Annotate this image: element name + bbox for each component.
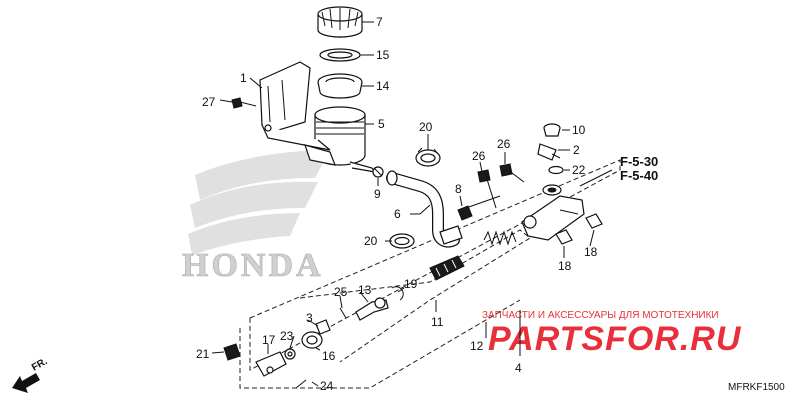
plate	[319, 48, 361, 62]
callout-1: 1	[240, 71, 247, 85]
diagram-code: MFRKF1500	[728, 382, 785, 393]
bolt-27	[231, 97, 257, 109]
master-cylinder-body	[521, 184, 585, 241]
reference-f-5-30[interactable]: F-5-30	[620, 154, 658, 169]
bleeder-cap	[543, 123, 561, 137]
callout-3: 3	[306, 311, 313, 325]
circlip-19	[391, 286, 404, 301]
bolt-21	[223, 343, 241, 361]
callout-25: 25	[334, 285, 348, 299]
callout-2: 2	[573, 143, 580, 157]
callout-20-lower: 20	[364, 234, 378, 248]
bolt-26-right	[499, 163, 525, 183]
callout-18-left: 18	[558, 259, 572, 273]
front-direction-arrow: FR.	[12, 356, 50, 393]
reservoir-cover	[259, 61, 331, 151]
callout-5: 5	[378, 117, 385, 131]
callout-labels: 7 15 14 5 1 27 9 20 20 6 8 26 26 10 2 22…	[196, 15, 598, 393]
reservoir-cap	[317, 6, 363, 38]
bolt-26-left	[477, 169, 497, 209]
callout-23: 23	[280, 329, 294, 343]
callout-6: 6	[394, 207, 401, 221]
callout-8: 8	[455, 182, 462, 196]
callout-9: 9	[374, 187, 381, 201]
callout-15: 15	[376, 48, 390, 62]
reference-f-5-40[interactable]: F-5-40	[620, 168, 658, 183]
pin-25	[339, 307, 347, 319]
boot-16	[301, 331, 323, 349]
callout-16: 16	[322, 349, 336, 363]
front-direction-label: FR.	[30, 356, 50, 374]
callout-24: 24	[320, 379, 334, 393]
callout-12: 12	[470, 339, 484, 353]
washer-23	[284, 348, 296, 360]
reservoir-clamp	[304, 144, 336, 166]
leader-lines	[211, 21, 613, 387]
collar-18-right	[585, 213, 603, 229]
shop-tagline: ЗАПЧАСТИ И АКСЕССУАРЫ ДЛЯ МОТОТЕХНИКИ	[482, 310, 719, 321]
hose-clip-20-lower	[389, 233, 415, 249]
spring	[483, 230, 517, 246]
honda-wing-watermark	[188, 150, 330, 255]
bleeder-screw	[537, 143, 561, 161]
push-rod	[355, 297, 389, 321]
callout-13: 13	[358, 283, 372, 297]
hose-clip-20-upper	[415, 147, 441, 167]
reservoir-tank	[314, 106, 377, 173]
callout-22: 22	[572, 163, 586, 177]
assembly-outline-4	[249, 159, 621, 371]
pin-24	[295, 379, 307, 389]
piston-set	[429, 255, 465, 281]
washer-22	[548, 165, 564, 175]
callout-20-upper: 20	[419, 120, 433, 134]
callout-7: 7	[376, 15, 383, 29]
callout-10: 10	[572, 123, 586, 137]
hose-clip-9	[372, 166, 384, 178]
callout-26-right: 26	[497, 137, 511, 151]
callout-4: 4	[515, 361, 522, 375]
honda-text-watermark: HONDA	[182, 247, 324, 284]
collar-18-left	[555, 229, 573, 245]
nut-3	[315, 319, 331, 335]
callout-27: 27	[202, 95, 216, 109]
assembly-outline-12	[239, 299, 521, 389]
assembly-outline-11	[299, 229, 531, 363]
diaphragm	[317, 73, 363, 99]
hose-joint	[439, 225, 463, 245]
callout-14: 14	[376, 79, 390, 93]
rod-joint	[255, 351, 287, 377]
callout-18-right: 18	[584, 245, 598, 259]
callout-21: 21	[196, 347, 210, 361]
callout-19: 19	[404, 277, 418, 291]
callout-26-left: 26	[472, 149, 486, 163]
callout-11: 11	[431, 315, 444, 329]
bolt-8	[457, 195, 501, 221]
shop-logo: PARTSFOR.RU	[488, 320, 742, 358]
callout-17: 17	[262, 333, 276, 347]
